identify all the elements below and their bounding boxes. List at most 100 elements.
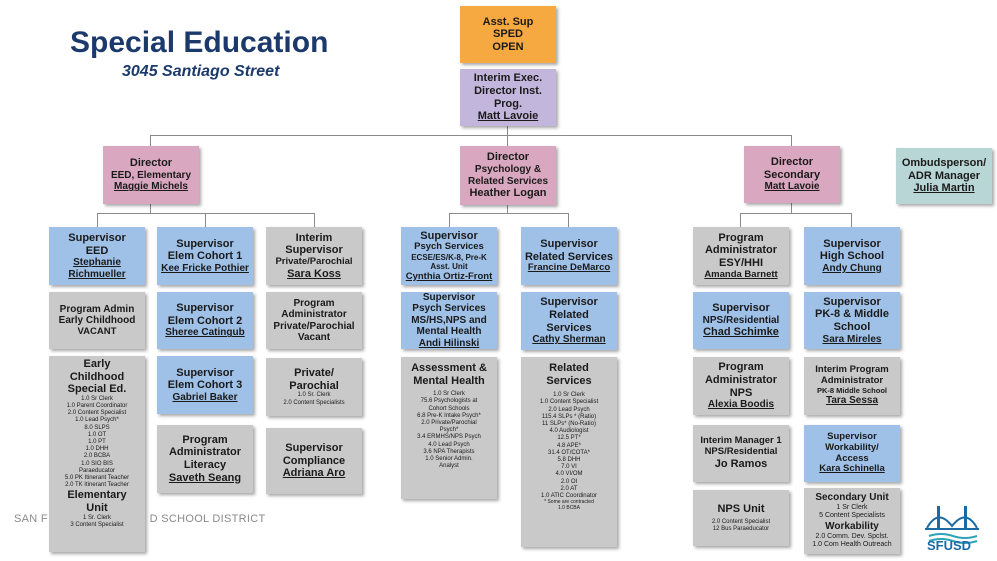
ecse-heading-1: Early [83, 358, 111, 370]
asst-sup-line-3: OPEN [492, 40, 524, 53]
asst-sup-line-2: SPED [493, 28, 523, 41]
connector-line [507, 135, 508, 147]
related-item: 5.8 DHH [557, 456, 581, 463]
connector-line [791, 203, 792, 214]
connector-line [507, 205, 508, 214]
pk8-name: Sara Mireles [822, 333, 882, 345]
interim-program-admin-pk8-box: Interim Program Administrator PK-8 Middl… [804, 357, 900, 415]
psych-sup-line-3: ECSE/ES/K-8, Pre-K [411, 253, 487, 263]
connector-line [205, 213, 206, 227]
related-item: 11 SLPs* (No-Ratio) [542, 421, 596, 428]
ecse-item: 1.0 Lead Psych* [75, 417, 119, 424]
director-secondary-box: Director Secondary Matt Lavoie [744, 146, 840, 203]
footer-text: SAN F D SCHOOL DISTRICT [14, 513, 266, 525]
psych-sup-name: Cynthia Ortiz-Front [405, 270, 493, 282]
related-item: 1.0 Content Specialist [539, 399, 599, 406]
assessment-item: Analyst [439, 463, 459, 470]
interim-sup-line-1: Interim [295, 231, 333, 244]
related-sup-name: Francine DeMarco [527, 262, 611, 274]
nps-admin-line-1: Program [718, 361, 764, 374]
supervisor-psych-ms-hs-box: Supervisor Psych Services MS/HS,NPS and … [401, 292, 497, 349]
related-note: * Some are contracted [544, 499, 594, 506]
nps-unit-box: NPS Unit 2.0 Content Specialist 12 Bus P… [693, 490, 789, 546]
cohort3-line-2: Elem Cohort 3 [167, 379, 243, 392]
ecse-heading-3: Special Ed. [67, 383, 127, 396]
workability-name: Kara Schinella [819, 463, 885, 475]
interim-pa-line-1: Interim Program [815, 364, 889, 376]
ecse-item: 1.0 OT [87, 431, 107, 438]
private-heading-1: Private/ [294, 367, 334, 380]
assessment-item: 1.0 Sr Clerk [433, 391, 465, 398]
assessment-item: 6.8 Pre-K Intake Psych* [417, 412, 481, 419]
supervisor-cohort-1-box: Supervisor Elem Cohort 1 Kee Fricke Poth… [157, 227, 253, 285]
ombudsperson-box: Ombudsperson/ ADR Manager Julia Martin [896, 148, 992, 204]
assessment-heading-1: Assessment & [411, 362, 487, 374]
hs-name: Andy Chung [822, 262, 882, 274]
director-elem-name: Maggie Michels [114, 181, 188, 193]
interim-mgr-line-3: Jo Ramos [714, 458, 768, 471]
related-item: 7.0 VI [561, 464, 577, 471]
related-item: 2.0 OI [560, 478, 578, 485]
nps-admin-line-2: Administrator [704, 373, 778, 386]
supervisor-eed-box: Supervisor EED Stephanie Richmueller [49, 227, 145, 285]
ecse-item: 8.0 SLPS [84, 424, 110, 431]
cohort2-line-2: Elem Cohort 2 [167, 314, 243, 327]
private-heading-2: Parochial [289, 379, 339, 392]
assessment-item: 3.4 ERMHS/NPS Psych [417, 434, 481, 441]
assessment-list: 1.0 Sr Clerk 75.6 Psychologists at Cohor… [417, 391, 481, 470]
director-psych-box: Director Psychology & Related Services H… [460, 146, 556, 205]
prog-admin-ec-line-2: Early Childhood [58, 315, 136, 327]
literacy-line-2: Administrator [168, 446, 242, 459]
supervisor-related-services-box: Supervisor Related Services Francine DeM… [521, 227, 617, 285]
interim-pa-line-3: PK-8 Middle School [816, 385, 887, 395]
related-item: 4.0 Audiologist [549, 428, 589, 435]
prog-admin-ec-line-1: Program Admin [59, 303, 135, 315]
interim-sup-line-3: Private/Parochial [275, 255, 353, 267]
hs-line-1: Supervisor [823, 237, 881, 250]
related-sup2-name: Cathy Sherman [532, 334, 606, 346]
director-secondary-line-1: Director [770, 156, 814, 169]
connector-line [568, 213, 569, 227]
director-psych-name: Heather Logan [469, 187, 547, 199]
prog-admin-pp-line-4: Vacant [297, 332, 331, 343]
compliance-name: Adriana Aro [282, 467, 346, 480]
sfusd-bridge-logo-icon [925, 506, 979, 544]
psych-ms-line-4: Mental Health [416, 326, 482, 338]
ecse-item: 5.0 PK Itinerant Teacher [64, 474, 130, 481]
sup-eed-line-1: Supervisor [68, 231, 126, 244]
workability-line-1: Supervisor [827, 430, 877, 442]
supervisor-cohort-2-box: Supervisor Elem Cohort 2 Sheree Catingub [157, 292, 253, 349]
connector-line [740, 213, 741, 227]
connector-line [449, 213, 450, 227]
ecse-item: 1.0 Sr Clerk [81, 395, 113, 402]
related-note: 1.0 BCBA [558, 504, 580, 511]
supervisor-cohort-3-box: Supervisor Elem Cohort 3 Gabriel Baker [157, 356, 253, 414]
nps-admin-line-3: NPS [729, 386, 753, 399]
ombuds-line-2: ADR Manager [907, 169, 981, 182]
workability-list: 2.0 Comm. Dev. Spclst. 1.0 Com Health Ou… [812, 533, 891, 551]
related-sup-line-2: Related Services [524, 250, 614, 263]
program-admin-literacy-box: Program Administrator Literacy Saveth Se… [157, 425, 253, 493]
private-item: 1.0 Sr. Clerk [297, 392, 331, 399]
private-list: 1.0 Sr. Clerk 2.0 Content Specialists [283, 392, 344, 406]
esy-name: Amanda Barnett [704, 268, 778, 280]
nps-admin-name: Alexia Boodis [707, 399, 775, 411]
related-item: 1.0 ATIC Coordinator [541, 492, 597, 499]
elementary-unit-heading-1: Elementary [67, 489, 127, 502]
prog-admin-ec-line-3: VACANT [77, 325, 117, 337]
assessment-item: 1.0 Senior Admin. [425, 455, 473, 462]
prog-admin-pp-line-1: Program [293, 297, 335, 309]
footer-text-part-1: SAN F [14, 513, 48, 525]
director-elem-line-1: Director [129, 157, 173, 170]
ecse-item: 2.0 BCBA [83, 453, 111, 460]
director-psych-line-3: Related Services [467, 175, 549, 187]
connector-line [449, 213, 569, 214]
supervisor-high-school-box: Supervisor High School Andy Chung [804, 227, 900, 285]
assessment-item: 2.0 Private/Parochial [421, 420, 477, 427]
literacy-name: Saveth Seang [168, 471, 242, 484]
assessment-mental-health-box: Assessment & Mental Health 1.0 Sr Clerk … [401, 357, 497, 499]
related-services-box: Related Services 1.0 Sr Clerk 1.0 Conten… [521, 357, 617, 547]
compliance-line-2: Compliance [282, 454, 346, 467]
ombuds-name: Julia Martin [913, 182, 975, 195]
supervisor-psych-ecse-box: Supervisor Psych Services ECSE/ES/K-8, P… [401, 227, 497, 285]
